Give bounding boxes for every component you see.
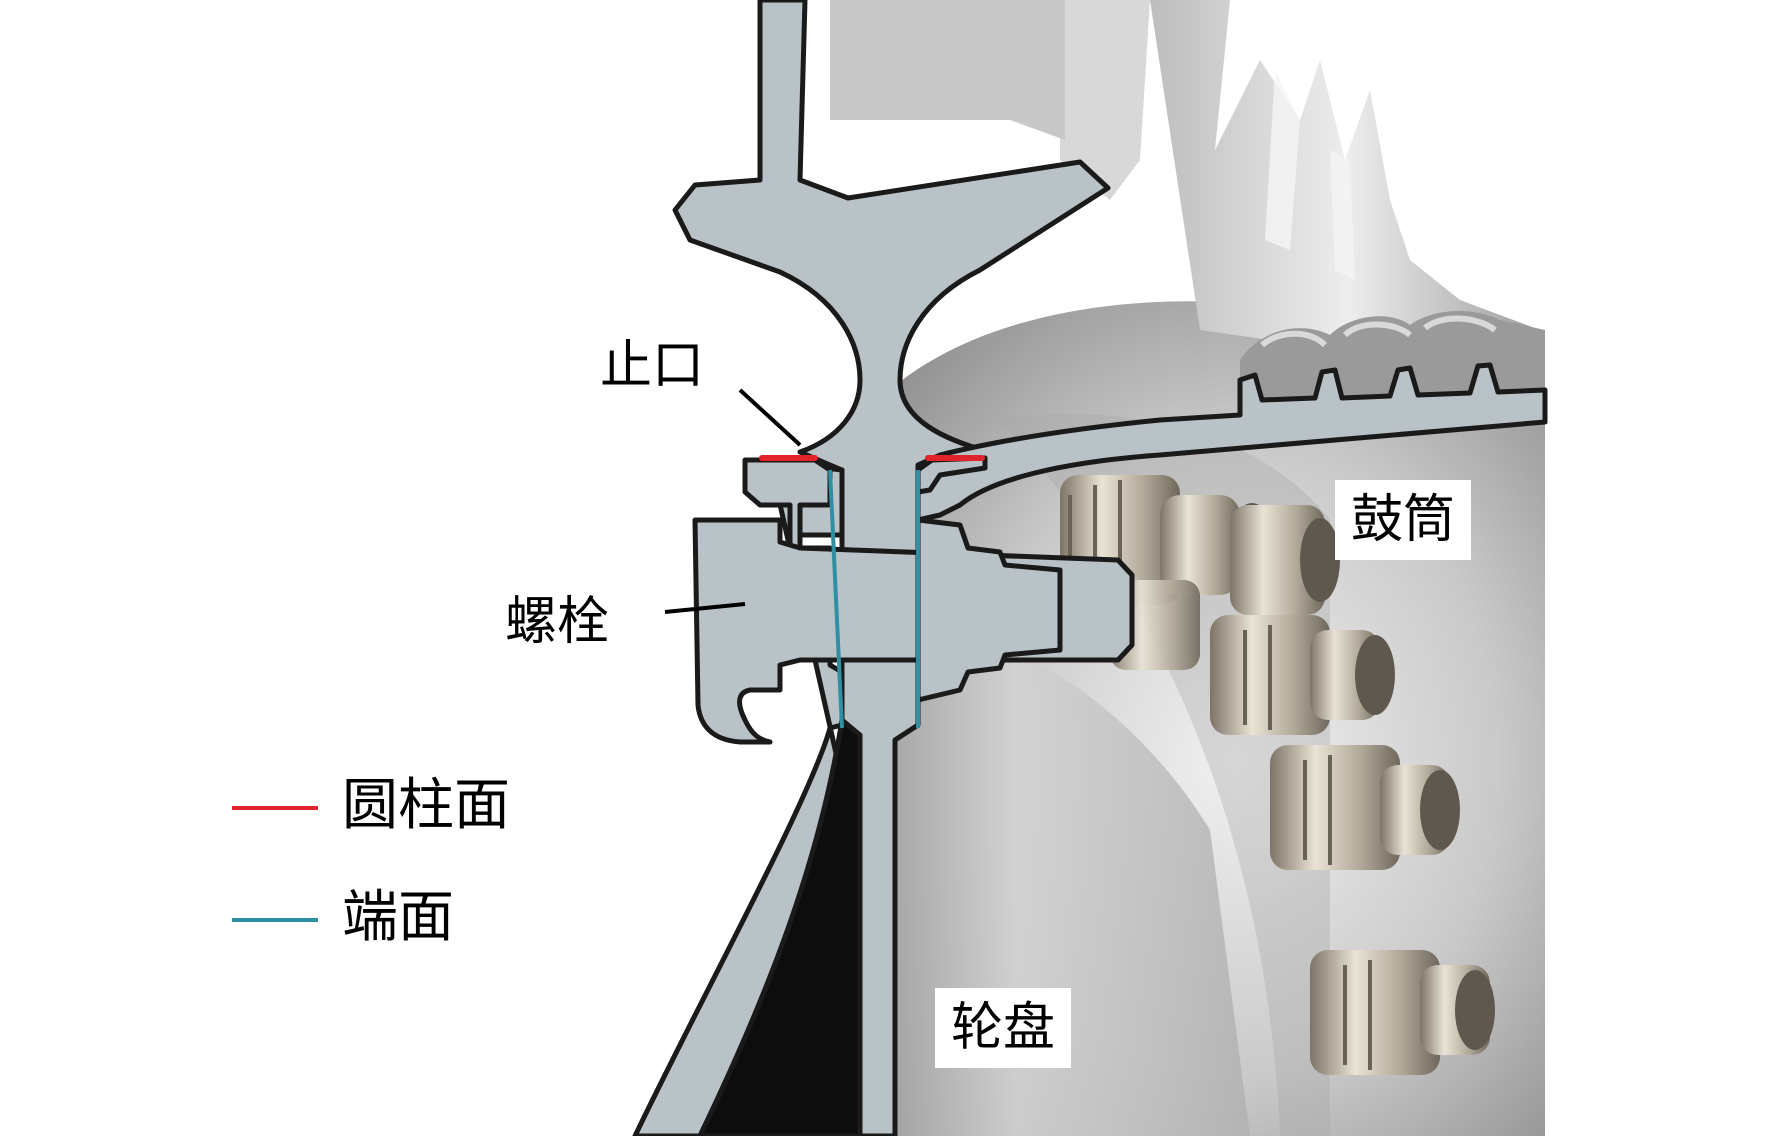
label-bolt: 螺栓: [505, 592, 610, 652]
spigot-leader: [738, 388, 802, 447]
label-disk: 轮盘: [935, 988, 1072, 1068]
drum-seal-teeth-render: [1240, 310, 1545, 400]
bolt-nut: [1270, 745, 1460, 870]
label-drum: 鼓筒: [1335, 480, 1472, 560]
nut-section: [915, 517, 1063, 703]
bolt-leader: [664, 602, 746, 614]
cross-section: [632, 0, 1548, 1136]
legend-text-end-face: 端面: [342, 885, 454, 950]
bolt-nut: [1310, 950, 1495, 1075]
blade-row-background: [830, 0, 1545, 380]
bolt-nut: [1230, 505, 1340, 615]
drum-arm-section: [915, 362, 1548, 523]
legend-text-cylindrical: 圆柱面: [342, 773, 510, 838]
leader-lines: [664, 388, 802, 614]
label-spigot: 止口: [600, 336, 705, 396]
legend-swatches: [232, 806, 318, 922]
disk-cavity: [697, 717, 863, 1136]
bolt-nut-group: [1060, 475, 1495, 1075]
end-face-left: [828, 469, 844, 729]
end-face-contact-lines: [828, 469, 920, 729]
bolt-nut: [1210, 615, 1395, 735]
